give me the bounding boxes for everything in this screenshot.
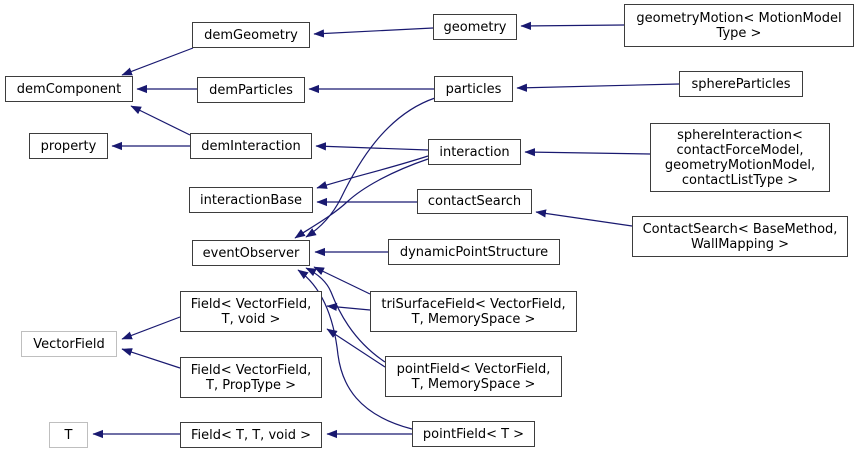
node-sphereInteraction[interactable]: sphereInteraction< contactForceModel, ge… (650, 123, 830, 192)
node-particles[interactable]: particles (434, 76, 513, 102)
node-label: demInteraction (201, 138, 301, 154)
edge-ContactSearchT-to-contactSearch (535, 209, 633, 227)
edge-fieldVectorPropType-to-VectorField (121, 348, 181, 369)
node-interaction[interactable]: interaction (428, 139, 521, 165)
node-label: ContactSearch< BaseMethod, WallMapping > (642, 221, 838, 252)
edge-interaction-to-demInteraction (315, 142, 429, 151)
node-Field-T-T-void[interactable]: Field< T, T, void > (180, 422, 322, 448)
edge-interaction-to-interactionBase (316, 155, 429, 189)
node-triSurfaceField[interactable]: triSurfaceField< VectorField, T, MemoryS… (370, 291, 577, 332)
node-label: dynamicPointStructure (399, 244, 549, 260)
edge-particles-to-eventObserver (305, 97, 436, 238)
node-label: pointField< T > (422, 426, 525, 442)
node-sphereParticles[interactable]: sphereParticles (679, 71, 803, 97)
edge-sphereInteraction-to-interaction (524, 148, 651, 157)
node-demParticles[interactable]: demParticles (197, 77, 305, 103)
node-label: demComponent (16, 81, 122, 97)
edge-triSurfaceField-to-fieldVectorVoid (326, 302, 371, 312)
node-label: particles (445, 81, 502, 97)
node-dynamicPointStructure[interactable]: dynamicPointStructure (388, 239, 560, 265)
node-label: T (64, 427, 73, 443)
node-demComponent[interactable]: demComponent (5, 76, 133, 102)
node-label: eventObserver (202, 245, 300, 261)
node-label: property (40, 138, 97, 154)
node-label: geometryMotion< MotionModel Type > (636, 10, 842, 41)
node-label: interactionBase (200, 192, 302, 208)
node-label: Field< T, T, void > (191, 427, 311, 443)
node-pointField-T[interactable]: pointField< T > (412, 421, 535, 447)
node-label: geometry (443, 19, 507, 35)
node-label: sphereParticles (691, 76, 791, 92)
node-VectorField[interactable]: VectorField (21, 331, 117, 357)
node-Field-VectorField-void[interactable]: Field< VectorField, T, void > (180, 291, 322, 332)
node-label: VectorField (33, 336, 105, 352)
node-label: interaction (439, 144, 510, 160)
node-property[interactable]: property (29, 133, 108, 159)
node-demInteraction[interactable]: demInteraction (190, 133, 312, 159)
edge-demInteraction-to-demComponent (130, 105, 191, 136)
node-Field-VectorField-PropType[interactable]: Field< VectorField, T, PropType > (180, 357, 322, 398)
edge-sphereParticles-to-particles (516, 83, 680, 92)
node-label: sphereInteraction< contactForceModel, ge… (664, 127, 816, 188)
node-label: Field< VectorField, T, void > (190, 296, 312, 327)
node-pointField-VectorField[interactable]: pointField< VectorField, T, MemorySpace … (385, 356, 562, 397)
node-contactSearch[interactable]: contactSearch (417, 189, 532, 214)
edge-interaction-to-eventObserver (294, 158, 429, 239)
edge-triSurfaceField-to-eventObserver (313, 266, 371, 295)
node-label: pointField< VectorField, T, MemorySpace … (396, 361, 551, 392)
node-geometry[interactable]: geometry (433, 14, 517, 40)
node-T[interactable]: T (49, 422, 88, 448)
edge-pointFieldVector-to-fieldVectorVoid (326, 328, 386, 368)
node-ContactSearch-template[interactable]: ContactSearch< BaseMethod, WallMapping > (632, 216, 848, 257)
edge-pointFieldT-to-eventObserver (297, 269, 413, 430)
edge-geometryMotion-to-geometry (520, 21, 625, 31)
node-eventObserver[interactable]: eventObserver (192, 240, 310, 266)
node-label: Field< VectorField, T, PropType > (190, 362, 312, 393)
edge-fieldVectorVoid-to-VectorField (121, 316, 181, 340)
edge-pointFieldVector-to-eventObserver (305, 267, 386, 363)
node-label: contactSearch (427, 194, 522, 209)
node-geometryMotion[interactable]: geometryMotion< MotionModel Type > (624, 4, 854, 47)
node-interactionBase[interactable]: interactionBase (189, 187, 313, 213)
node-label: demParticles (209, 82, 293, 98)
node-demGeometry[interactable]: demGeometry (192, 22, 310, 48)
node-label: triSurfaceField< VectorField, T, MemoryS… (381, 296, 566, 327)
node-label: demGeometry (204, 27, 298, 43)
edge-demGeometry-to-demComponent (121, 47, 194, 76)
edge-geometry-to-demGeometry (313, 27, 434, 38)
